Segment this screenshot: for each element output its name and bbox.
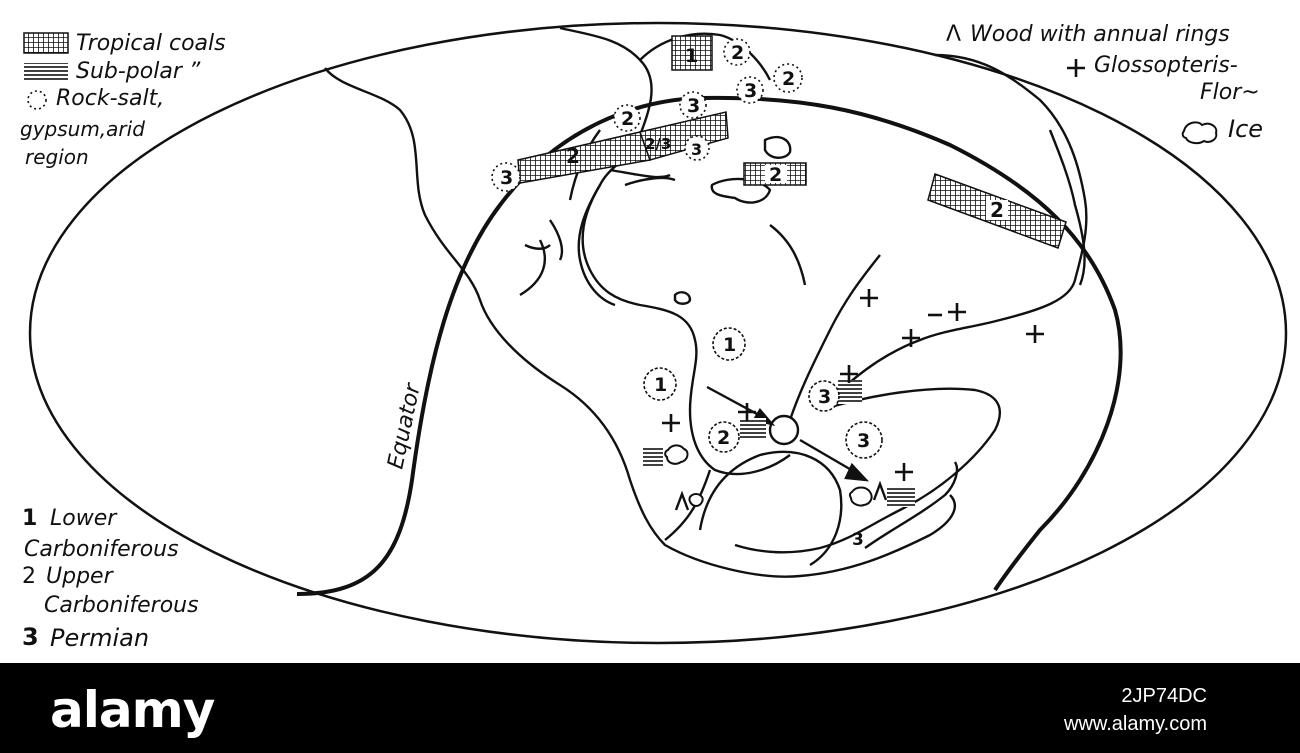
glossopteris-legend-icon xyxy=(1067,59,1085,77)
continent-outlines xyxy=(324,26,1088,578)
marker-salt-1a: 1 xyxy=(723,334,736,356)
wood-legend-icon: Λ xyxy=(946,22,962,47)
wood-ring-symbols xyxy=(674,480,888,511)
period-1-number: 1 xyxy=(22,506,38,531)
marker-coal-3: 3 xyxy=(852,530,864,550)
marker-salt-2b: 2 xyxy=(782,68,795,90)
legend-subpolar-label: Sub-polar ” xyxy=(76,59,201,84)
marker-salt-3a: 3 xyxy=(744,80,757,102)
legend-rocksalt-line2: gypsum,arid xyxy=(20,117,145,141)
watermark-footer: alamy 2JP74DC www.alamy.com xyxy=(0,663,1300,753)
period-3-line1: Permian xyxy=(50,624,150,652)
legend-glossopteris-line1: Glossopteris- xyxy=(1094,53,1238,78)
alamy-logo: alamy xyxy=(50,681,215,739)
subpolar-coal-patches xyxy=(643,380,915,507)
equator-line xyxy=(296,95,1123,596)
legend-rocksalt-line1: Rock-salt, xyxy=(56,86,165,111)
legend-rocksalt-line3: region xyxy=(25,145,89,169)
legend-glossopteris-line2: Flor~ xyxy=(1200,80,1260,105)
marker-salt-3b: 3 xyxy=(687,95,700,117)
marker-coal-2a: 2 xyxy=(566,144,580,168)
period-2-line2: Carboniferous xyxy=(44,593,199,618)
subpolar-coal-swatch xyxy=(24,63,68,81)
marker-coal-2b: 2 xyxy=(769,164,782,186)
rocksalt-swatch xyxy=(27,90,47,110)
period-1-line1: Lower xyxy=(50,506,117,531)
map-markers: 1 2 3 2 3 2 2/3 3 2 3 2 2 1 1 2 3 3 3 xyxy=(491,38,1008,550)
marker-salt-3d: 3 xyxy=(500,167,513,189)
tropical-coal-swatch xyxy=(23,32,69,54)
marker-salt-1b: 1 xyxy=(654,374,667,396)
marker-salt-3c: 3 xyxy=(691,140,702,159)
globe-outline xyxy=(28,21,1288,645)
marker-coal-2c: 2 xyxy=(990,198,1004,222)
period-3-number: 3 xyxy=(22,623,39,651)
period-2-line1: Upper xyxy=(46,564,113,589)
legend-tropical-label: Tropical coals xyxy=(76,31,226,56)
marker-salt-3e: 3 xyxy=(818,386,831,408)
image-id: 2JP74DC xyxy=(1121,685,1207,707)
paleo-map-svg: 1 2 3 2 3 2 2/3 3 2 3 2 2 1 1 2 3 3 3 xyxy=(28,21,1288,645)
legend-wood-label: Wood with annual rings xyxy=(970,22,1230,47)
marker-salt-3f: 3 xyxy=(857,430,870,452)
marker-salt-2d: 2 xyxy=(717,427,730,449)
marker-salt-2c: 2 xyxy=(621,108,634,130)
marker-tropical-1: 1 xyxy=(685,45,698,67)
ice-symbols xyxy=(664,444,873,508)
ice-legend-icon xyxy=(1181,121,1218,145)
map-area: 1 2 3 2 3 2 2/3 3 2 3 2 2 1 1 2 3 3 3 xyxy=(20,21,1288,652)
period-1-line2: Carboniferous xyxy=(24,537,179,562)
glossopteris-crosses xyxy=(662,289,1044,481)
period-2-number: 2 xyxy=(22,564,36,589)
legend-ice-label: Ice xyxy=(1228,115,1264,143)
marker-salt-2a: 2 xyxy=(731,42,744,64)
marker-coal-23: 2/3 xyxy=(645,135,671,153)
site-url: www.alamy.com xyxy=(1064,713,1207,735)
